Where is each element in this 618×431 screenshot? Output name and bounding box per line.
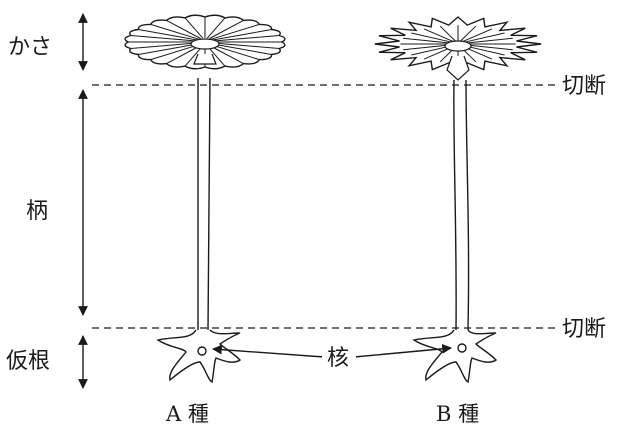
nucleus-arrow-b (354, 348, 451, 357)
species-b-stalk (454, 80, 469, 330)
species-a-cell (125, 15, 285, 382)
species-b-cap-neck (447, 56, 469, 80)
pointed-petal-cap-icon (375, 17, 541, 80)
cap-label: かさ (8, 35, 52, 60)
rounded-petal-cap-icon (125, 15, 285, 68)
species-b-label: B 種 (436, 402, 479, 426)
species-a-cap-neck (194, 54, 216, 64)
species-a-nucleus (198, 347, 206, 355)
nucleus-arrow-a (213, 349, 324, 357)
species-b-rhizoid (414, 330, 496, 382)
cut-label-top: 切断 (562, 74, 606, 99)
nucleus-label: 核 (327, 346, 349, 371)
species-a-stalk (198, 78, 210, 330)
species-b-nucleus (458, 344, 466, 352)
species-b-cell (375, 17, 541, 382)
stalk-label: 柄 (26, 199, 48, 224)
species-a-cap-center (191, 39, 219, 49)
species-a-label: A 種 (165, 402, 209, 426)
species-a-rhizoid (158, 330, 240, 382)
species-b-cap-center (445, 41, 471, 51)
cut-label-bottom: 切断 (562, 317, 606, 342)
rhizoid-label: 仮根 (6, 349, 50, 374)
